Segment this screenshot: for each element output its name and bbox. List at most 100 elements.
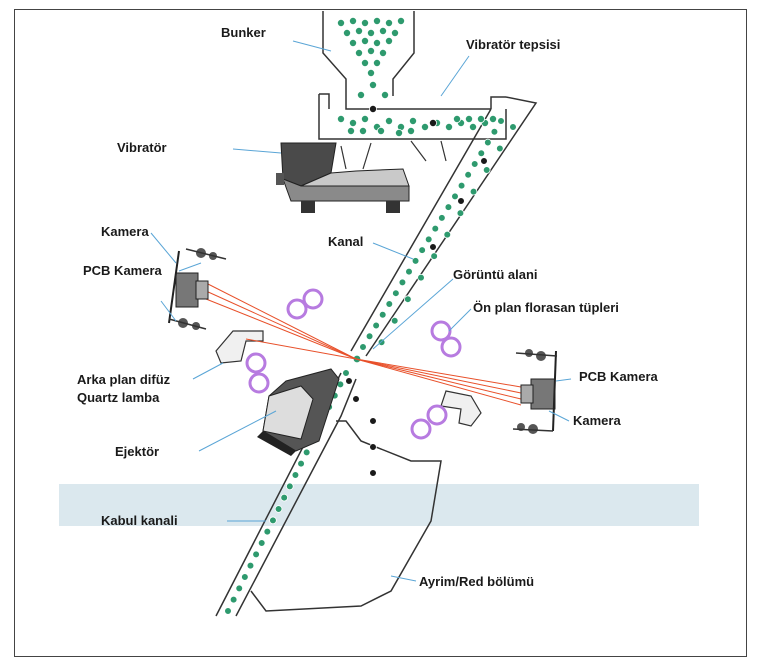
grain — [346, 127, 355, 136]
grain — [380, 91, 389, 100]
grain — [342, 369, 350, 377]
grain — [372, 321, 380, 330]
grain — [497, 117, 505, 125]
grain — [360, 18, 369, 27]
grain — [252, 550, 260, 559]
fluorescent-tube — [248, 372, 270, 394]
grain — [452, 115, 461, 124]
light-ray — [205, 282, 357, 360]
grain — [378, 26, 387, 35]
label-reject-section: Ayrim/Red bölümü — [419, 574, 534, 589]
grain — [269, 516, 277, 525]
fluorescent-tube — [286, 298, 308, 320]
grain — [438, 214, 446, 222]
grain — [368, 81, 377, 90]
grain — [235, 584, 244, 593]
grain — [482, 166, 491, 174]
channel — [350, 96, 538, 357]
grain — [385, 300, 394, 308]
grain — [263, 527, 272, 536]
grain — [274, 505, 283, 513]
label-vibrator: Vibratör — [117, 140, 167, 155]
grain — [406, 127, 415, 136]
reject-section — [250, 420, 442, 612]
grain — [464, 171, 472, 179]
grain — [224, 607, 232, 615]
grain — [390, 316, 399, 325]
grain — [396, 16, 405, 25]
grain — [424, 235, 433, 244]
grain — [348, 16, 357, 25]
grain — [420, 123, 429, 132]
grain — [509, 123, 517, 131]
fluorescent-tube — [245, 352, 267, 374]
leader-lines — [150, 40, 572, 582]
defect-grain — [429, 243, 437, 251]
defect-grain — [368, 105, 377, 114]
grain — [496, 144, 504, 153]
grain — [365, 332, 374, 341]
label-background-lamp-line2: Quartz lamba — [77, 390, 160, 405]
grain — [229, 595, 238, 604]
grain — [418, 246, 426, 254]
grain — [408, 117, 417, 126]
label-pcb-camera-right: PCB Kamera — [579, 369, 659, 384]
grain — [477, 149, 486, 158]
grain — [366, 47, 375, 56]
grain — [417, 273, 425, 282]
grain — [378, 49, 387, 58]
light-ray — [355, 358, 522, 388]
grain — [372, 59, 381, 68]
label-background-lamp-line1: Arka plan difüz — [77, 372, 171, 387]
light-ray — [355, 358, 522, 406]
grain — [469, 187, 478, 196]
grain — [451, 192, 459, 201]
grain — [348, 39, 357, 48]
label-vibrator-tray: Vibratör tepsisi — [466, 37, 560, 52]
defect-grain — [369, 443, 377, 451]
grain — [354, 26, 363, 35]
grain — [444, 123, 453, 132]
grain — [366, 28, 375, 37]
camera-left — [168, 248, 227, 330]
grain — [376, 127, 385, 136]
grain — [336, 115, 345, 124]
grain — [280, 493, 288, 502]
label-ejector: Ejektör — [115, 444, 159, 459]
grain — [342, 28, 351, 37]
grain — [404, 295, 412, 303]
label-foreground-tubes: Ön plan florasan tüpleri — [473, 300, 619, 315]
grain — [360, 59, 369, 68]
grain — [291, 471, 300, 479]
fluorescent-tube — [302, 288, 324, 310]
grain — [488, 115, 497, 124]
defect-grain — [352, 395, 360, 403]
grain — [384, 18, 393, 27]
light-ray — [355, 358, 522, 400]
light-ray — [205, 298, 357, 360]
grain — [470, 160, 479, 168]
label-camera-right: Kamera — [573, 413, 621, 428]
grain — [384, 37, 393, 46]
background-lamp-left — [215, 330, 264, 364]
camera-right — [512, 349, 558, 434]
defect-grain — [428, 119, 437, 128]
grain — [358, 127, 367, 136]
grain — [444, 203, 453, 211]
grain — [378, 310, 387, 319]
vibrator — [276, 140, 447, 213]
fluorescent-tube — [410, 418, 432, 440]
sorting-machine-diagram: Bunker Vibratör tepsisi Vibratör Kanal K… — [59, 11, 699, 617]
light-rays — [205, 282, 522, 406]
defect-grain — [369, 469, 377, 477]
fluorescent-tube — [430, 320, 452, 342]
grain — [431, 224, 440, 233]
grain — [484, 138, 492, 147]
ejector — [257, 368, 340, 456]
grain — [360, 115, 369, 124]
fluorescent-tube — [426, 404, 448, 426]
grain — [354, 49, 363, 58]
defect-grain — [345, 377, 353, 385]
grain — [366, 69, 375, 78]
grain — [468, 123, 477, 132]
